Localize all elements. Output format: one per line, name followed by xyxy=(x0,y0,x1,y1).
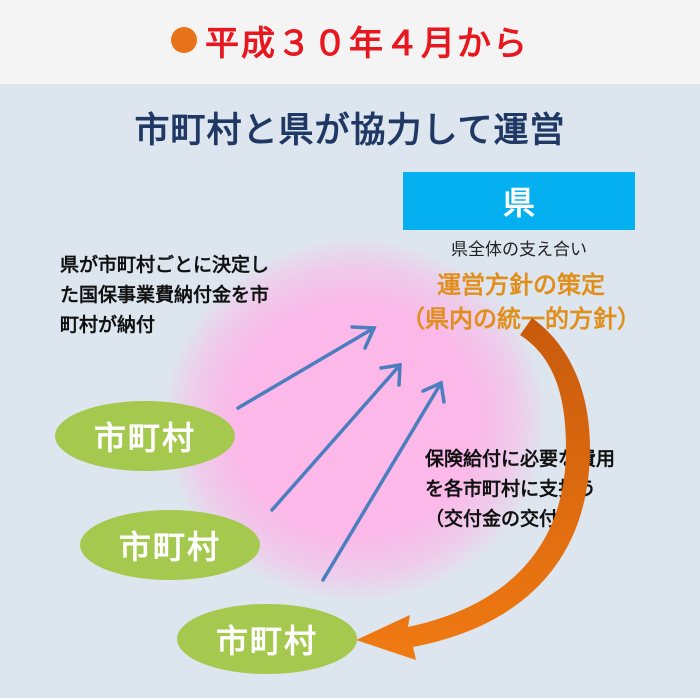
benefit-note-line-2: を各市町村に支払う xyxy=(425,478,597,500)
municipality-label: 市町村 xyxy=(118,528,221,566)
subsidy-arrow xyxy=(356,318,590,660)
municipality-oval: 市町村 xyxy=(55,401,235,471)
prefecture-label: 県 xyxy=(502,184,535,222)
header-band xyxy=(0,0,700,84)
policy-line-2: （県内の統一的方針） xyxy=(401,305,641,333)
municipality-oval: 市町村 xyxy=(177,604,357,674)
municipality-label: 市町村 xyxy=(215,622,318,660)
page-title: 市町村と県が協力して運営 xyxy=(134,111,566,151)
header: 平成３０年４月から xyxy=(0,12,700,68)
policy-line-1: 運営方針の策定 xyxy=(437,271,605,299)
header-text: 平成３０年４月から xyxy=(205,23,529,64)
policy-text: 運営方針の策定 （県内の統一的方針） xyxy=(376,268,666,336)
payment-note: 県が市町村ごとに決定し た国保事業費納付金を市 町村が納付 xyxy=(60,250,350,340)
payment-note-line-1: 県が市町村ごとに決定し xyxy=(60,254,270,276)
prefecture-subtitle: 県全体の支え合い xyxy=(451,240,587,260)
payment-note-line-2: た国保事業費納付金を市 xyxy=(60,284,270,306)
payment-arrow-3 xyxy=(321,380,446,582)
municipality-label: 市町村 xyxy=(93,419,196,457)
prefecture-box: 県 xyxy=(403,172,635,230)
payment-note-line-3: 町村が納付 xyxy=(60,314,156,336)
payment-arrow-1 xyxy=(236,325,377,410)
municipality-oval: 市町村 xyxy=(80,510,260,580)
benefit-note-line-3: （交付金の交付） xyxy=(425,508,578,530)
payment-arrow-2 xyxy=(270,362,402,512)
bullet-dot-icon xyxy=(171,27,197,53)
